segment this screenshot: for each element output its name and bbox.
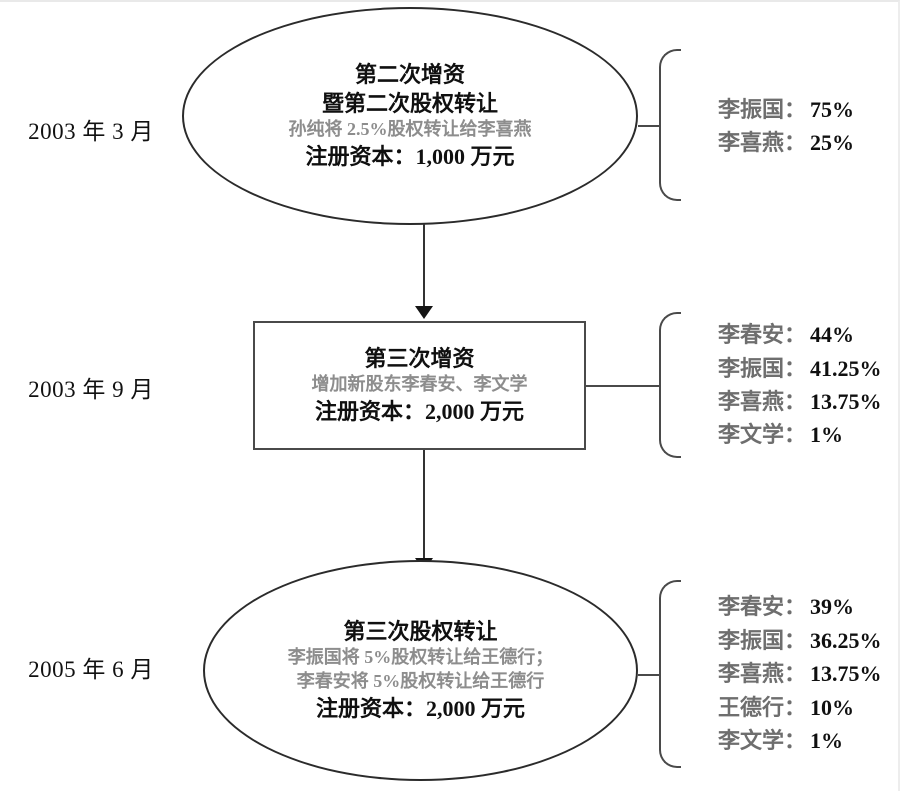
shareholder-separator: ： [784,96,807,122]
shareholder-percent: 36.25% [810,627,882,653]
stage-subtext-3a: 李振国将 5%股权转让给王德行； [287,647,554,668]
shareholder-percent: 1% [810,422,844,448]
stage-node-1: 第二次增资 暨第二次股权转让 孙纯将 2.5%股权转让给李喜燕 注册资本：1,0… [182,7,638,225]
shareholder-row: 李文学：1% [718,418,882,451]
shareholder-percent: 44% [810,322,855,348]
stage-capital-2: 注册资本：2,000 万元 [314,399,524,425]
brace-connector-1 [638,125,660,127]
shareholder-row: 李春安：39% [718,590,882,623]
brace-connector-3 [638,674,660,676]
shareholder-brace-1 [659,49,681,201]
shareholder-separator: ： [784,422,807,448]
shareholder-row: 李喜燕：25% [718,126,854,159]
shareholder-row: 李文学：1% [718,724,882,757]
shareholder-separator: ： [784,661,807,687]
shareholder-separator: ： [784,694,807,720]
shareholder-brace-3 [659,580,681,768]
shareholder-name: 李振国 [718,96,785,122]
shareholder-row: 李振国：41.25% [718,352,882,385]
shareholder-name: 李振国 [718,627,785,653]
shareholder-row: 李喜燕：13.75% [718,657,882,690]
shareholder-list-1: 李振国：75%李喜燕：25% [718,90,854,162]
brace-connector-2 [586,385,660,387]
stage-title-line2-1: 暨第二次股权转让 [321,91,498,117]
stage-subtext-1: 孙纯将 2.5%股权转让给李喜燕 [288,119,532,140]
shareholder-separator: ： [784,130,807,155]
stage-node-3: 第三次股权转让 李振国将 5%股权转让给王德行； 李春安将 5%股权转让给王德行… [203,560,638,781]
shareholder-row: 李振国：36.25% [718,624,882,657]
shareholder-percent: 39% [810,594,855,620]
shareholder-name: 王德行 [718,694,785,720]
shareholder-percent: 41.25% [810,355,882,381]
stage-capital-3: 注册资本：2,000 万元 [315,696,525,722]
stage-title-line1-3: 第三次股权转让 [343,619,498,645]
shareholder-percent: 25% [810,130,855,155]
shareholder-row: 李喜燕：13.75% [718,385,882,418]
shareholder-percent: 75% [810,96,855,122]
shareholder-percent: 13.75% [810,389,882,414]
stage-date-label-3: 2005 年 6 月 [28,657,154,682]
shareholder-separator: ： [784,627,807,653]
stage-capital-1: 注册资本：1,000 万元 [305,144,515,170]
shareholder-list-3: 李春安：39%李振国：36.25%李喜燕：13.75%王德行：10%李文学：1% [718,587,882,761]
shareholder-name: 李春安 [718,322,785,348]
shareholder-percent: 13.75% [810,661,882,687]
stage-subtext-2: 增加新股东李春安、李文学 [311,374,528,395]
shareholder-name: 李春安 [718,594,785,620]
shareholder-name: 李喜燕 [718,130,785,155]
stage-date-label-1: 2003 年 3 月 [28,119,154,144]
shareholder-percent: 1% [810,728,844,754]
flow-arrow-head-1 [415,306,433,319]
shareholder-name: 李文学 [718,728,785,754]
flow-arrow-line-2 [423,450,425,560]
shareholder-separator: ： [784,728,807,754]
shareholder-name: 李喜燕 [718,661,785,687]
flow-arrow-line-1 [423,224,425,308]
shareholder-separator: ： [784,389,807,414]
stage-subtext-3b: 李春安将 5%股权转让给王德行 [296,671,545,692]
shareholder-separator: ： [784,322,807,348]
shareholder-percent: 10% [810,694,855,720]
shareholder-name: 李文学 [718,422,785,448]
shareholder-separator: ： [784,594,807,620]
shareholder-list-2: 李春安：44%李振国：41.25%李喜燕：13.75%李文学：1% [718,314,882,456]
shareholder-row: 王德行：10% [718,691,882,724]
shareholder-row: 李春安：44% [718,318,882,351]
stage-date-label-2: 2003 年 9 月 [28,377,154,402]
stage-node-2: 第三次增资 增加新股东李春安、李文学 注册资本：2,000 万元 [253,321,586,450]
shareholder-name: 李振国 [718,355,785,381]
shareholder-separator: ： [784,355,807,381]
stage-title-line1-2: 第三次增资 [364,346,475,372]
shareholder-brace-2 [659,312,681,458]
shareholder-row: 李振国：75% [718,93,854,126]
stage-title-line1-1: 第二次增资 [354,62,465,88]
shareholder-name: 李喜燕 [718,389,785,414]
